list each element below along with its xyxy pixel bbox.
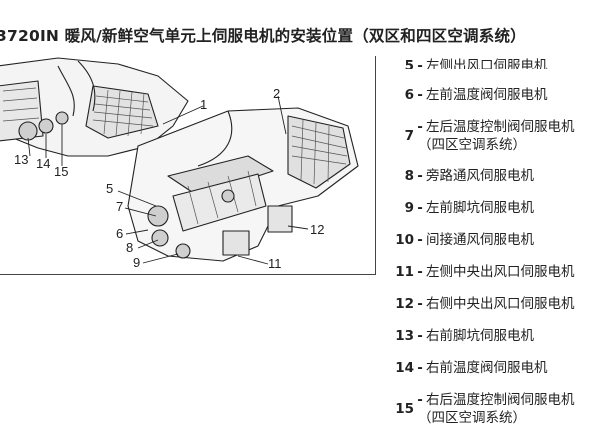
callout-8: 8 <box>126 240 133 255</box>
legend-num: 8 <box>404 168 414 184</box>
legend-num: 7 <box>404 128 414 144</box>
legend-text: 右前温度阀伺服电机 <box>426 360 548 376</box>
callout-15: 15 <box>54 164 68 179</box>
legend-text: 左后温度控制阀伺服电机 <box>426 119 575 135</box>
legend-item-10: 10-间接通风伺服电机 <box>388 230 600 250</box>
legend-item-15: 15 - 右后温度控制阀伺服电机 （四区空调系统） <box>388 390 600 424</box>
callout-9: 9 <box>133 255 140 270</box>
legend-text: 右后温度控制阀伺服电机 <box>426 392 575 408</box>
page-title: 3720IN 暖风/新鲜空气单元上伺服电机的安装位置（双区和四区空调系统） <box>0 27 526 45</box>
legend-subtext: （四区空调系统） <box>418 410 526 424</box>
legend-item-14: 14-右前温度阀伺服电机 <box>388 358 600 378</box>
legend-item-12: 12-右侧中央出风口伺服电机 <box>388 294 600 314</box>
callout-6: 6 <box>116 226 123 241</box>
legend-num: 12 <box>395 296 414 312</box>
callout-11: 11 <box>268 256 282 271</box>
legend-text: 旁路通风伺服电机 <box>426 168 534 184</box>
legend-num: 15 <box>395 401 414 417</box>
legend-text: 右前脚坑伺服电机 <box>426 328 534 344</box>
legend-text: 右侧中央出风口伺服电机 <box>426 296 575 312</box>
legend-num: 14 <box>395 360 414 376</box>
callout-7: 7 <box>116 199 123 214</box>
callout-14: 14 <box>36 156 50 171</box>
legend-num: 6 <box>404 87 414 103</box>
legend-text: 左侧出风口伺服电机 <box>426 58 548 69</box>
callout-1: 1 <box>200 97 207 112</box>
legend-item-7: 7 - 左后温度控制阀伺服电机 （四区空调系统） <box>388 117 600 157</box>
legend-subtext: （四区空调系统） <box>418 137 526 153</box>
legend-item-5: 5-左侧出风口伺服电机 <box>388 56 600 69</box>
legend-num: 13 <box>395 328 414 344</box>
legend-num: 11 <box>395 264 414 280</box>
hvac-unit-drawing: 1 2 5 7 6 8 9 11 12 13 14 15 <box>0 57 359 271</box>
callout-13: 13 <box>14 152 28 167</box>
legend-item-11: 11-左侧中央出风口伺服电机 <box>388 262 600 282</box>
legend-text: 左前脚坑伺服电机 <box>426 200 534 216</box>
legend-item-9: 9-左前脚坑伺服电机 <box>388 198 600 218</box>
legend-text: 左前温度阀伺服电机 <box>426 87 548 103</box>
legend-num: 5 <box>404 58 414 69</box>
legend-num: 10 <box>395 232 414 248</box>
legend-num: 9 <box>404 200 414 216</box>
legend-item-8: 8-旁路通风伺服电机 <box>388 166 600 186</box>
legend-text: 左侧中央出风口伺服电机 <box>426 264 575 280</box>
legend-item-13: 13-右前脚坑伺服电机 <box>388 326 600 346</box>
callout-2: 2 <box>273 86 280 101</box>
callout-5: 5 <box>106 181 113 196</box>
callout-12: 12 <box>310 222 324 237</box>
legend-text: 间接通风伺服电机 <box>426 232 534 248</box>
legend-item-6: 6-左前温度阀伺服电机 <box>388 85 600 105</box>
hvac-unit-illustration: 1 2 5 7 6 8 9 11 12 13 14 15 <box>0 56 376 275</box>
